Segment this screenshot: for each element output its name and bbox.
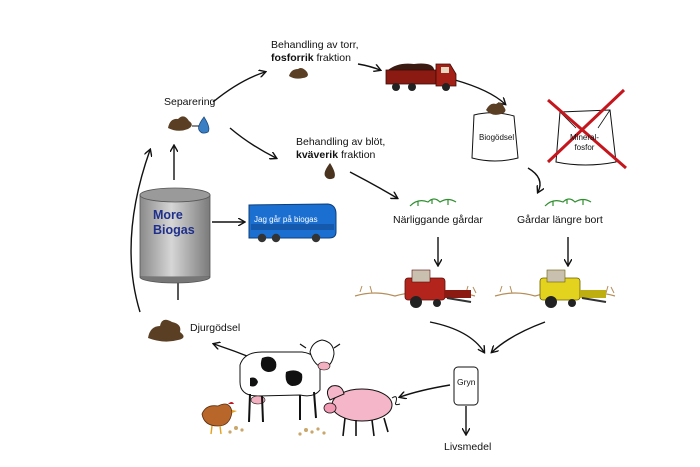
feed-grains bbox=[228, 426, 326, 436]
gardar-langre-bort-label: Gårdar längre bort bbox=[517, 214, 603, 226]
cross-line-1 bbox=[547, 98, 627, 170]
sprouts-far-icon bbox=[544, 198, 592, 207]
tank-label-biogas: Biogas bbox=[153, 223, 195, 237]
torr-fraction-line2: fosforrik fraktion bbox=[271, 52, 359, 65]
sprouts-near-icon bbox=[409, 198, 457, 207]
cross-line-2 bbox=[546, 88, 626, 164]
narliggande-gardar-label: Närliggande gårdar bbox=[393, 214, 483, 226]
blot-fraction-line2: kväverik fraktion bbox=[296, 149, 385, 162]
tank-label-more: More bbox=[153, 208, 183, 222]
torr-fraction-line1: Behandling av torr, bbox=[271, 39, 359, 51]
blot-bold: kväverik bbox=[296, 149, 339, 161]
blot-drop-icon bbox=[324, 163, 335, 180]
separering-label: Separering bbox=[164, 96, 216, 108]
tank-label: More Biogas bbox=[153, 208, 195, 238]
arrow-gryn-to-animals bbox=[400, 384, 451, 397]
bus-text: Jag går på biogas bbox=[254, 215, 318, 224]
mineral-line: Mineral- bbox=[570, 133, 599, 142]
biogodsel-label: Biogödsel bbox=[479, 133, 515, 142]
gryn-label: Gryn bbox=[457, 377, 476, 387]
hen-icon bbox=[201, 402, 237, 435]
blot-rest: fraktion bbox=[338, 149, 376, 161]
arrow-djurgodsel-to-left-loop bbox=[130, 150, 150, 313]
torr-fraction-label: Behandling av torr, fosforrik fraktion bbox=[271, 39, 359, 65]
harvester-red-icon bbox=[354, 269, 477, 308]
arrow-truck-to-biogodsel bbox=[454, 79, 505, 104]
separering-drop-icon bbox=[198, 116, 210, 134]
arrow-yellow-harvester-to-gryn bbox=[492, 321, 546, 352]
cycle-arrows bbox=[130, 63, 568, 434]
djurgodsel-pile-icon bbox=[148, 319, 184, 342]
arrow-separering-to-torr bbox=[212, 72, 265, 103]
arrow-separering-to-blot bbox=[229, 127, 276, 158]
blot-fraction-label: Behandling av blöt, kväverik fraktion bbox=[296, 136, 385, 162]
mineral-fosfor-label: Mineral- fosfor bbox=[570, 133, 599, 153]
biogas-bus-icon bbox=[248, 203, 337, 243]
blot-fraction-line1: Behandling av blöt, bbox=[296, 136, 386, 148]
arrow-biogodsel-to-langre bbox=[527, 167, 540, 192]
separering-manure-icon bbox=[168, 116, 192, 131]
arrow-torr-to-truck bbox=[357, 63, 380, 70]
gryn-container-icon bbox=[453, 366, 479, 406]
torr-manure-icon bbox=[289, 68, 308, 79]
torr-bold: fosforrik bbox=[271, 52, 314, 64]
cow-icon bbox=[239, 339, 341, 423]
biogas-tank-icon bbox=[139, 187, 211, 284]
harvester-yellow-icon bbox=[494, 269, 616, 308]
livsmedel-label: Livsmedel bbox=[444, 441, 492, 453]
fosfor-line: fosfor bbox=[574, 143, 595, 152]
manure-truck-icon bbox=[385, 63, 457, 91]
mineral-fosfor-bag-icon bbox=[546, 88, 627, 170]
djurgodsel-label: Djurgödsel bbox=[190, 322, 241, 334]
pig-icon bbox=[323, 385, 401, 437]
arrow-harvester-to-gryn bbox=[429, 321, 484, 352]
torr-rest: fraktion bbox=[313, 52, 351, 64]
arrow-blot-to-narliggande bbox=[349, 171, 397, 198]
biogodsel-bag-icon bbox=[471, 102, 519, 162]
